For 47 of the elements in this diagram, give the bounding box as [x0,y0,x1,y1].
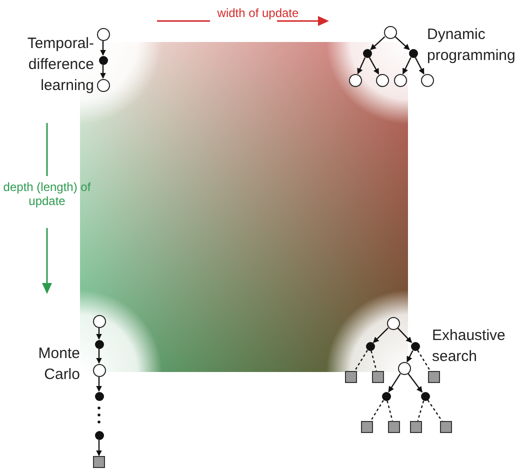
method-label: Dynamic programming [427,26,516,64]
leaf-square [428,371,440,383]
leaf-square [388,421,400,433]
open-circle [384,26,396,38]
arrow [394,36,410,50]
arrow [96,440,102,456]
arrow [372,327,389,344]
filled-dot [420,392,430,400]
arrow [406,350,414,362]
leaf-square [361,421,373,433]
dashed-line [417,400,424,421]
dashed-line [427,400,443,422]
axis-label: width of update [217,6,299,20]
arrow [397,328,412,343]
method-label: Exhaustive search [432,327,506,365]
leaf-square [345,371,357,383]
dashed-line [386,400,393,421]
arrow [414,57,424,74]
dashed-line [370,350,377,371]
leaf-square [440,421,452,433]
arrow [368,57,380,75]
leaf-square [93,456,105,468]
open-circle [420,74,434,86]
arrow [96,377,102,392]
filled-dot [408,48,418,58]
arrow [408,373,422,393]
arrow [370,36,386,50]
method-label: Temporal-difference learning [27,35,94,94]
arrow [402,57,412,74]
dashed-line [354,350,368,372]
dashed-line [370,400,384,422]
open-circle [96,28,110,40]
arrow [96,349,102,364]
arrow [100,41,106,56]
method-label: Monte Carlo [38,345,80,383]
filled-dot [382,392,390,400]
leaf-square [410,421,422,433]
arrow [96,328,102,340]
arrow [357,57,366,74]
leaf-square [372,371,384,383]
arrow [100,65,106,79]
filled-dot [94,392,104,400]
filled-dot [410,342,420,350]
dashed-line [417,350,432,372]
arrow [388,374,401,392]
axis-label: depth (length) of update [3,180,91,208]
filled-dot [94,430,104,440]
